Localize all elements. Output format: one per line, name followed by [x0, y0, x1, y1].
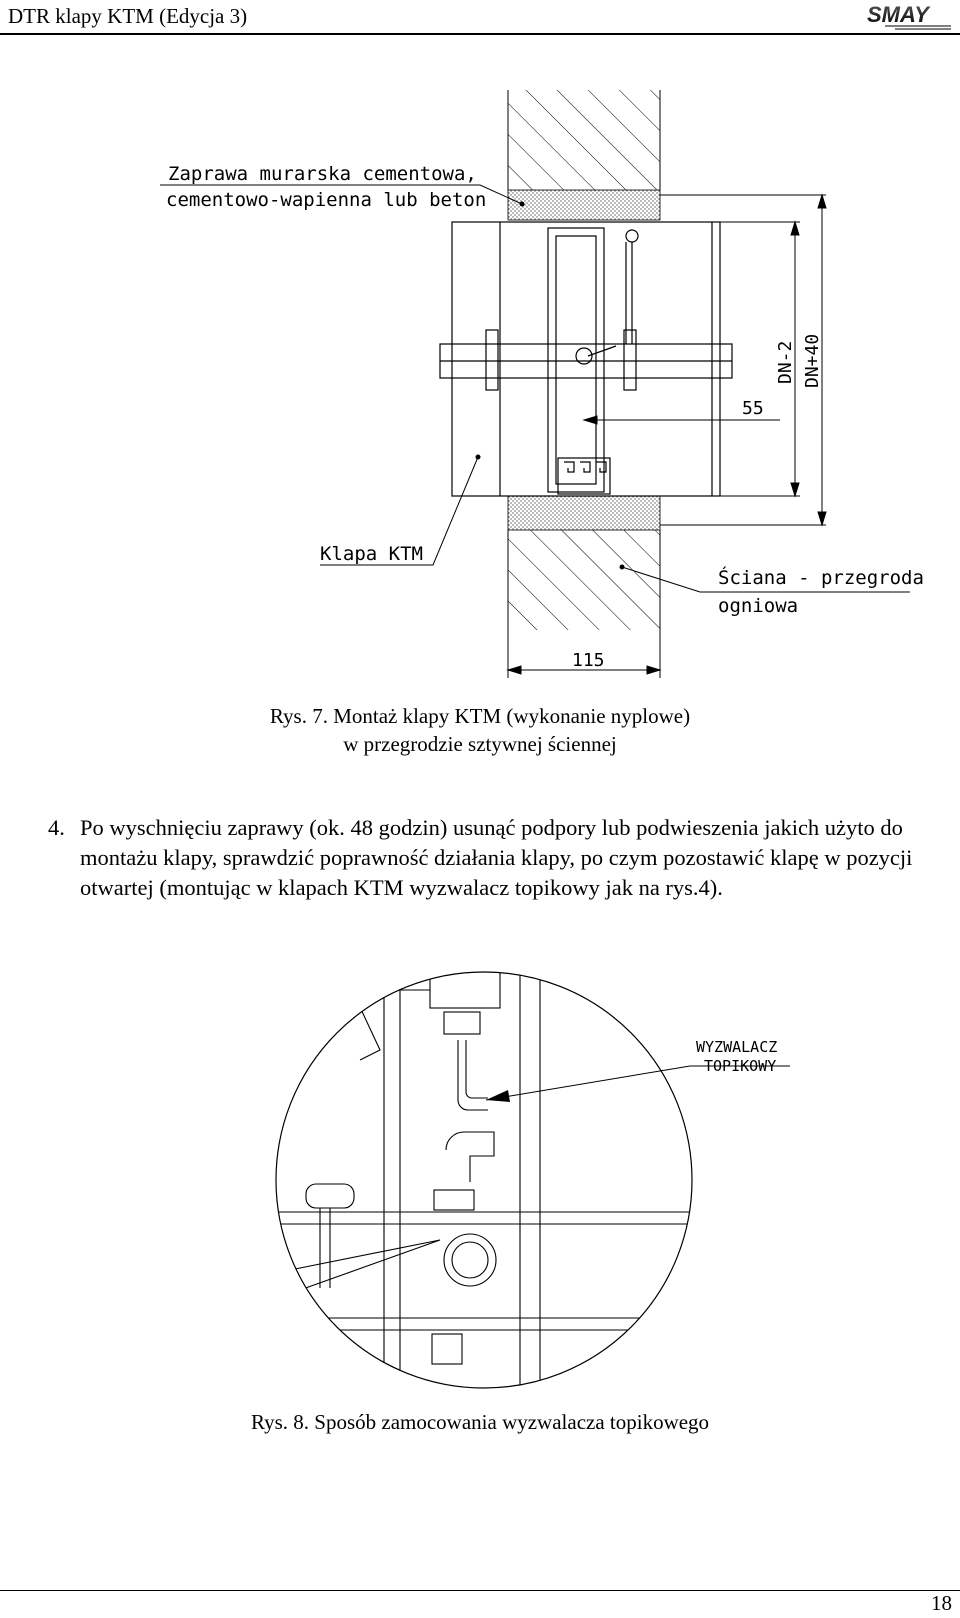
mortar-upper — [507, 189, 661, 221]
figure-7-caption-line2: w przegrodzie sztywnej ściennej — [343, 732, 617, 756]
wall-lower — [508, 530, 660, 630]
label-fusible-link-line2: TOPIKOWY — [704, 1057, 776, 1075]
figure-8-drawing: WYZWALACZ TOPIKOWY — [275, 971, 790, 1389]
wall-upper — [508, 90, 660, 190]
header-rule — [0, 33, 960, 35]
detail-circle — [275, 971, 693, 1389]
fusible-link-detail — [276, 972, 692, 1388]
logo-text: SMAY — [867, 2, 931, 27]
label-mortar-line2: cementowo-wapienna lub beton — [166, 189, 486, 211]
label-mortar-line1: Zaprawa murarska cementowa, — [168, 163, 477, 185]
figure-7-drawing: Zaprawa murarska cementowa, cementowo-wa… — [160, 90, 924, 678]
footer-rule — [0, 1590, 960, 1591]
paragraph-number: 4. — [48, 815, 65, 840]
dimension-dn-minus-2: DN-2 — [775, 341, 796, 384]
mortar-lower — [507, 495, 661, 531]
dimension-115: 115 — [572, 650, 605, 671]
label-fusible-link-line1: WYZWALACZ — [696, 1038, 777, 1056]
label-wall-line2: ogniowa — [718, 595, 798, 617]
label-wall-line1: Ściana - przegroda — [718, 565, 924, 589]
page-number: 18 — [931, 1591, 952, 1615]
figure-7-caption-line1: Rys. 7. Montaż klapy KTM (wykonanie nypl… — [269, 704, 691, 728]
company-logo: SMAY — [867, 2, 951, 30]
paragraph-text: Po wyschnięciu zaprawy (ok. 48 godzin) u… — [80, 815, 913, 900]
dimension-55: 55 — [742, 398, 764, 419]
document-title: DTR klapy KTM (Edycja 3) — [8, 4, 248, 28]
label-damper: Klapa KTM — [320, 543, 423, 565]
dimension-dn-plus-40: DN+40 — [802, 334, 823, 388]
figure-8-caption: Rys. 8. Sposób zamocowania wyzwalacza to… — [250, 1410, 710, 1434]
ktm-damper — [439, 221, 733, 497]
